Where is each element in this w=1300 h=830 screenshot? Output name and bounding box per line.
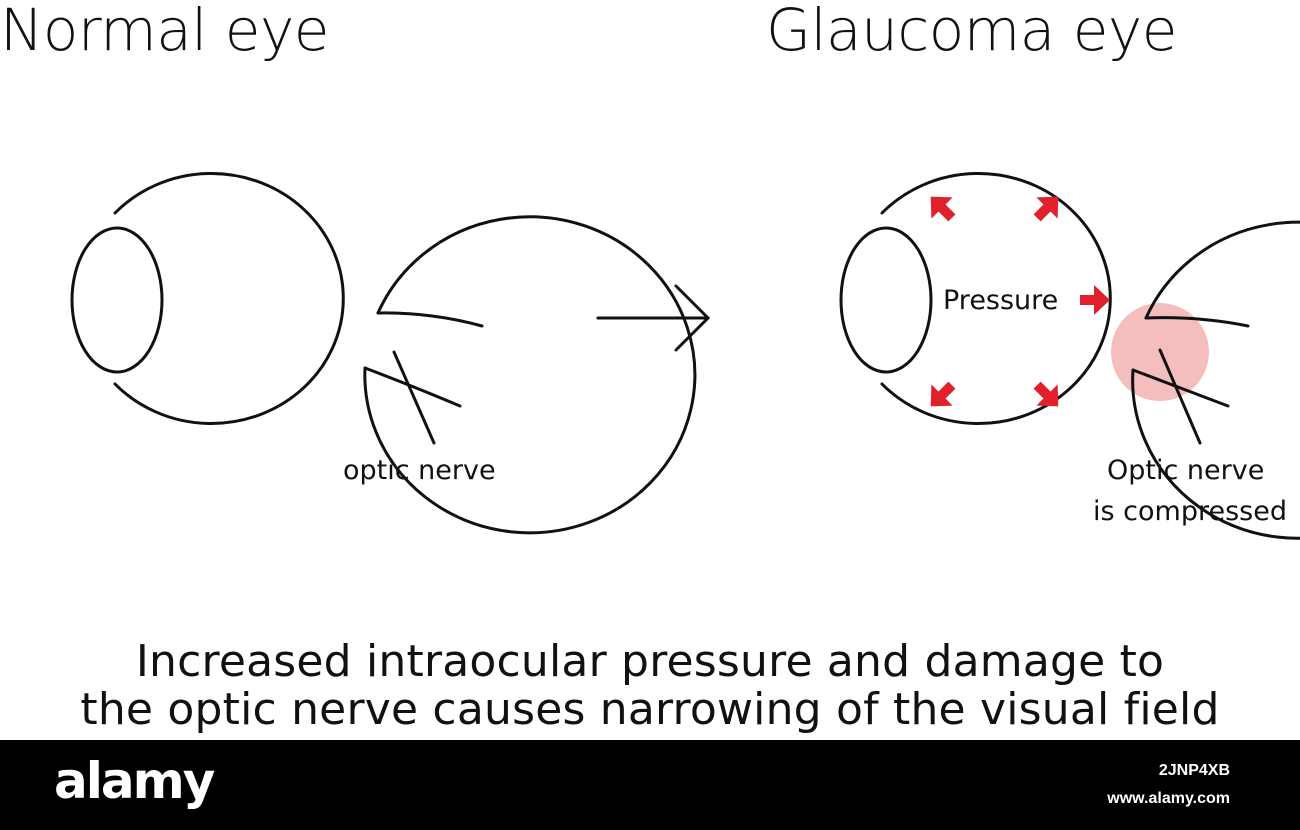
glaucoma-eye-outer-wall [1131,220,1300,540]
normal-eye-title: Normal eye [0,0,329,64]
normal-optic-nerve-lower [363,366,462,408]
site-url: www.alamy.com [1107,790,1230,807]
brand-logo: alamy [54,752,215,810]
normal-eye-inner-wall [113,172,345,425]
pressure-label: Pressure [943,285,1059,316]
glaucoma-eye-title: Glaucoma eye [766,0,1177,64]
compressed-label-line1: Optic nerve [1107,455,1265,486]
pressure-arrow-icon [930,381,956,407]
eye-diagram [70,172,1300,540]
optic-nerve-label: optic nerve [343,455,496,486]
glaucoma-optic-nerve-pointer [1158,348,1202,445]
pressure-arrow-icon [1033,196,1059,222]
image-id: 2JNP4XB [1158,762,1230,779]
glaucoma-eye [839,172,1300,540]
caption-line1: Increased intraocular pressure and damag… [135,636,1165,687]
transition-arrow-icon [596,284,711,352]
normal-optic-nerve-pointer [392,350,436,445]
pressure-arrow-icon [1033,381,1059,407]
pressure-arrow-icon [1080,285,1110,315]
glaucoma-eye-inner-wall [880,172,1112,425]
glaucoma-optic-nerve-lower [1131,368,1230,408]
compressed-label-line2: is compressed [1093,496,1287,527]
glaucoma-optic-nerve-upper [1144,316,1250,328]
normal-eye [70,172,697,535]
normal-eye-lens [70,226,164,374]
pressure-arrow-icon [930,196,956,222]
normal-eye-outer-wall [363,215,697,535]
caption-line2: the optic nerve causes narrowing of the … [80,684,1220,735]
glaucoma-eye-lens [839,226,933,374]
pressure-arrows [930,196,1110,407]
normal-optic-nerve-upper [376,311,484,328]
watermark-footer: alamy 2JNP4XB www.alamy.com [0,740,1300,830]
